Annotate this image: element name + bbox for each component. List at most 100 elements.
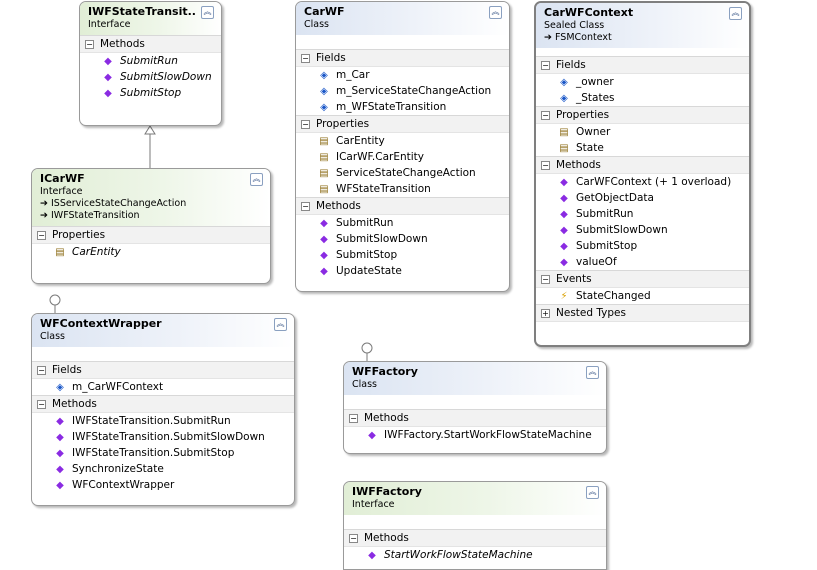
double-chevron-up-icon[interactable]: ︽ [201, 6, 214, 19]
method-icon: ◆ [320, 250, 328, 261]
section-methods[interactable]: −Methods [32, 395, 294, 413]
minus-box-icon[interactable]: − [541, 160, 550, 170]
method-icon: ◆ [368, 430, 376, 441]
member-item[interactable]: ▤CarEntity [296, 133, 509, 149]
section-properties[interactable]: −Properties [296, 115, 509, 133]
section-methods[interactable]: −Methods [80, 35, 221, 53]
shape-header[interactable]: IWFFactory Interface ︽ [344, 482, 606, 515]
member-item[interactable]: ◆SubmitStop [296, 247, 509, 263]
member-item[interactable]: ◆GetObjectData [536, 190, 749, 206]
shape-kind: Interface [352, 499, 395, 510]
double-chevron-up-icon[interactable]: ︽ [586, 366, 599, 379]
minus-box-icon[interactable]: − [541, 110, 550, 120]
member-label: ServiceStateChangeAction [336, 167, 476, 179]
shape-header[interactable]: CarWF Class ︽ [296, 2, 509, 35]
shape-header[interactable]: WFContextWrapper Class ︽ [32, 314, 294, 347]
shape-header[interactable]: IWFStateTransit... Interface ︽ [80, 2, 221, 35]
member-item[interactable]: ▤Owner [536, 124, 749, 140]
shape-header[interactable]: WFFactory Class ︽ [344, 362, 606, 395]
member-item[interactable]: ◆SubmitStop [80, 85, 221, 101]
double-chevron-up-icon[interactable]: ︽ [586, 486, 599, 499]
wffactory-shape[interactable]: WFFactory Class ︽ −Methods ◆IWFFactory.S… [343, 361, 607, 454]
section-nested-types[interactable]: + Nested Types [536, 304, 749, 322]
member-label: SubmitSlowDown [576, 224, 668, 236]
iwfstatetransition-shape[interactable]: IWFStateTransit... Interface ︽ −Methods … [79, 1, 222, 126]
member-item[interactable]: ◆SubmitStop [536, 238, 749, 254]
member-item[interactable]: ◆SubmitRun [80, 53, 221, 69]
member-item[interactable]: ▤State [536, 140, 749, 156]
iwffactory-shape[interactable]: IWFFactory Interface ︽ −Methods ◆StartWo… [343, 481, 607, 570]
section-fields[interactable]: −Fields [32, 361, 294, 379]
minus-box-icon[interactable]: − [349, 533, 358, 543]
method-icon: ◆ [56, 416, 64, 427]
base-type-label: IWFStateTransition [51, 210, 140, 221]
section-methods[interactable]: −Methods [344, 529, 606, 547]
double-chevron-up-icon[interactable]: ︽ [250, 173, 263, 186]
shape-header[interactable]: ICarWF Interface ➔ ISServiceStateChangeA… [32, 169, 270, 226]
member-item[interactable]: ▤CarEntity [32, 244, 270, 260]
member-item[interactable]: ▤WFStateTransition [296, 181, 509, 197]
double-chevron-up-icon[interactable]: ︽ [729, 7, 742, 20]
section-events[interactable]: −Events [536, 270, 749, 288]
member-item[interactable]: ⚡StateChanged [536, 288, 749, 304]
member-item[interactable]: ◆IWFStateTransition.SubmitRun [32, 413, 294, 429]
member-item[interactable]: ◆SynchronizeState [32, 461, 294, 477]
member-item[interactable]: ◆IWFStateTransition.SubmitStop [32, 445, 294, 461]
section-title: Fields [316, 52, 346, 64]
member-label: m_WFStateTransition [336, 101, 447, 113]
member-item[interactable]: ◆UpdateState [296, 263, 509, 279]
minus-box-icon[interactable]: − [541, 274, 550, 284]
member-item[interactable]: ▤ServiceStateChangeAction [296, 165, 509, 181]
member-item[interactable]: ◆IWFStateTransition.SubmitSlowDown [32, 429, 294, 445]
member-item[interactable]: ◆WFContextWrapper [32, 477, 294, 493]
shape-kind: Sealed Class [544, 20, 605, 31]
member-item[interactable]: ◈m_WFStateTransition [296, 99, 509, 115]
plus-box-icon[interactable]: + [541, 308, 550, 318]
minus-box-icon[interactable]: − [541, 60, 550, 70]
member-label: SynchronizeState [72, 463, 164, 475]
member-item[interactable]: ◆IWFFactory.StartWorkFlowStateMachine [344, 427, 606, 443]
minus-box-icon[interactable]: − [37, 399, 46, 409]
section-methods[interactable]: −Methods [344, 409, 606, 427]
base-type-label: FSMContext [555, 32, 612, 43]
member-label: IWFStateTransition.SubmitSlowDown [72, 431, 265, 443]
minus-box-icon[interactable]: − [301, 119, 310, 129]
member-item[interactable]: ◈_States [536, 90, 749, 106]
carwfcontext-shape[interactable]: CarWFContext Sealed Class ➔ FSMContext ︽… [534, 1, 751, 347]
double-chevron-up-icon[interactable]: ︽ [274, 318, 287, 331]
member-item[interactable]: ◆SubmitRun [296, 215, 509, 231]
lollipop-wfcontextwrapper [49, 294, 61, 306]
method-icon: ◆ [56, 448, 64, 459]
minus-box-icon[interactable]: − [349, 413, 358, 423]
member-item[interactable]: ◈m_Car [296, 67, 509, 83]
minus-box-icon[interactable]: − [301, 201, 310, 211]
member-item[interactable]: ◆SubmitSlowDown [80, 69, 221, 85]
section-fields[interactable]: −Fields [296, 49, 509, 67]
carwf-shape[interactable]: CarWF Class ︽ −Fields ◈m_Car ◈m_ServiceS… [295, 1, 510, 292]
minus-box-icon[interactable]: − [301, 53, 310, 63]
member-label: CarWFContext (+ 1 overload) [576, 176, 732, 188]
icarwf-shape[interactable]: ICarWF Interface ➔ ISServiceStateChangeA… [31, 168, 271, 284]
section-methods[interactable]: −Methods [296, 197, 509, 215]
minus-box-icon[interactable]: − [37, 230, 46, 240]
shape-header[interactable]: CarWFContext Sealed Class ➔ FSMContext ︽ [536, 3, 749, 48]
member-item[interactable]: ◈_owner [536, 74, 749, 90]
section-properties[interactable]: −Properties [536, 106, 749, 124]
minus-box-icon[interactable]: − [85, 39, 94, 49]
double-chevron-up-icon[interactable]: ︽ [489, 6, 502, 19]
member-item[interactable]: ◆valueOf [536, 254, 749, 270]
section-fields[interactable]: −Fields [536, 56, 749, 74]
member-item[interactable]: ◆SubmitSlowDown [296, 231, 509, 247]
member-item[interactable]: ◆SubmitSlowDown [536, 222, 749, 238]
section-properties[interactable]: −Properties [32, 226, 270, 244]
member-item[interactable]: ◆CarWFContext (+ 1 overload) [536, 174, 749, 190]
member-item[interactable]: ◆SubmitRun [536, 206, 749, 222]
minus-box-icon[interactable]: − [37, 365, 46, 375]
member-item[interactable]: ◈m_ServiceStateChangeAction [296, 83, 509, 99]
member-item[interactable]: ◈m_CarWFContext [32, 379, 294, 395]
wfcontextwrapper-shape[interactable]: WFContextWrapper Class ︽ −Fields ◈m_CarW… [31, 313, 295, 506]
member-item[interactable]: ▤ICarWF.CarEntity [296, 149, 509, 165]
member-item[interactable]: ◆StartWorkFlowStateMachine [344, 547, 606, 563]
section-title: Nested Types [556, 307, 626, 319]
section-methods[interactable]: −Methods [536, 156, 749, 174]
